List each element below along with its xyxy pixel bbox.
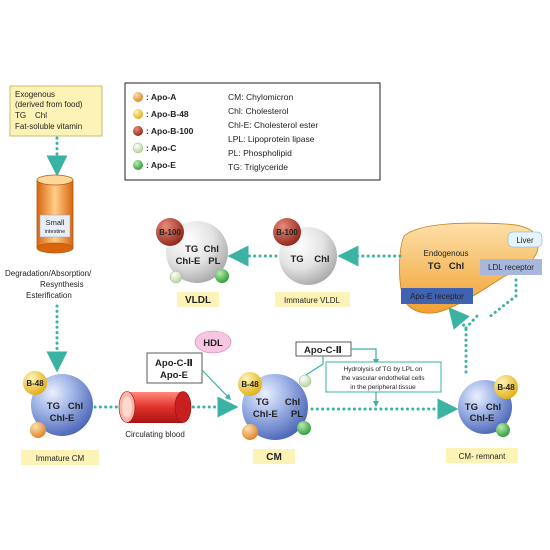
immature-cm-line2: Chl-E	[50, 413, 75, 424]
apo-c-vldl	[169, 270, 183, 284]
cm-remnant-line1: TG Chl	[465, 402, 501, 413]
degradation-line2: Resynthesis	[40, 280, 84, 289]
cm-particle: B-48 TG Chl Chl-E PL	[238, 372, 312, 440]
line-apoc2-to-note	[351, 348, 379, 365]
hdl-transfer-box	[146, 352, 203, 384]
apo-c-swatch	[132, 142, 144, 154]
hdl-label: HDL	[203, 338, 223, 349]
arrow-remnant-to-liver-left	[448, 306, 470, 374]
cm-b48: B-48	[241, 380, 259, 389]
liver-label: Liver	[516, 236, 534, 245]
exogenous-box: Exogenous (derived from food) TG Chl Fat…	[9, 85, 103, 137]
immature-cm-caption-box	[21, 450, 99, 465]
legend-apo-a: : Apo-A	[146, 92, 176, 102]
apo-e-vldl	[215, 269, 229, 283]
legend: : Apo-A : Apo-B-48 : Apo-B-100 : Apo-C :…	[124, 82, 381, 181]
legend-chle: Chl-E: Cholesterol ester	[228, 120, 318, 130]
hdl-transfer-apoc2: Apo-C-Ⅱ	[155, 358, 193, 369]
lpl-note-line2: the vascular endothelial cells	[341, 375, 425, 382]
line-apoc2-to-cm	[305, 356, 324, 376]
apoe-receptor-box	[401, 288, 473, 304]
legend-apo-b48: : Apo-B-48	[146, 109, 189, 119]
ldl-receptor-label: LDL receptor	[488, 263, 534, 272]
apo-a-swatch	[133, 92, 143, 102]
lpl-note-box	[325, 361, 442, 393]
legend-lpl: LPL: Lipoprotein lipase	[228, 134, 315, 144]
lpl-note-line3: in the peripheral tissue	[350, 384, 416, 391]
legend-frame	[124, 82, 381, 181]
intestine-line1: Small	[46, 218, 65, 227]
apo-e-remnant	[496, 423, 510, 437]
apo-a-immature	[30, 422, 46, 438]
ldl-receptor-box	[480, 259, 542, 275]
immature-vldl-line1: TG Chl	[290, 254, 329, 265]
degradation-line3: Esterification	[26, 291, 72, 300]
cm-line2: Chl-E PL	[253, 409, 303, 420]
apo-c-cm	[298, 374, 312, 388]
cm-remnant-caption-box	[446, 448, 518, 463]
liver: Liver Endogenous TG Chl LDL receptor Apo…	[399, 222, 543, 314]
liver-tg-chl: TG Chl	[428, 261, 464, 272]
legend-apo-c: : Apo-C	[146, 143, 176, 153]
cm-remnant-line2: Chl-E	[470, 413, 495, 424]
cm-remnant-caption: CM- remnant	[459, 452, 506, 461]
exogenous-line4: Fat-soluble vitamin	[15, 122, 82, 131]
liver-label-box	[507, 231, 543, 248]
immature-cm-line1: TG Chl	[47, 401, 83, 412]
b100-apo-vldl	[156, 218, 184, 246]
immature-cm-particle: B-48 TG Chl Chl-E	[23, 371, 93, 438]
lpl-note-line1: Hydrolysis of TG by LPL on	[344, 366, 423, 373]
vldl-b100: B-100	[159, 228, 181, 237]
arrow-remnant-to-liver-right	[464, 313, 480, 330]
apo-a-cm	[242, 424, 258, 440]
immature-vldl-b100: B-100	[276, 228, 298, 237]
immature-vldl-caption: Immature VLDL	[284, 296, 341, 305]
exogenous-line1: Exogenous	[15, 90, 55, 99]
immature-vldl-particle: B-100 TG Chl	[273, 218, 337, 285]
degradation-line1: Degradation/Absorption/	[5, 269, 92, 278]
legend-chl: Chl: Cholesterol	[228, 106, 289, 116]
immature-cm-caption: Immature CM	[36, 454, 85, 463]
small-intestine: Small intestine	[36, 174, 74, 254]
apo-e-cm	[297, 421, 311, 435]
legend-pl: PL: Phospholipid	[228, 148, 292, 158]
cm-caption: CM	[266, 452, 282, 463]
b48-apo-cm	[238, 372, 262, 396]
legend-cm: CM: Chylomicron	[228, 92, 293, 102]
exogenous-line2: (derived from food)	[15, 100, 83, 109]
intestine-line2: intestine	[45, 229, 66, 235]
vldl-caption-box	[177, 292, 219, 307]
cm-remnant-particle: B-48 TG Chl Chl-E	[458, 375, 518, 437]
cm-remnant-b48: B-48	[497, 383, 515, 392]
vldl-line1: TG Chl	[185, 244, 219, 255]
b48-apo-immature	[23, 371, 47, 395]
apo-b48-swatch	[133, 109, 143, 119]
lpl-apoc2-label: Apo-C-Ⅱ	[304, 345, 342, 356]
arrow-hdl-to-cm	[201, 369, 232, 401]
vldl-particle: B-100 TG Chl Chl-E PL	[156, 218, 229, 284]
hdl-bubble	[194, 330, 232, 354]
apo-e-swatch	[133, 160, 143, 170]
immature-vldl-caption-box	[275, 292, 350, 307]
liver-endogenous: Endogenous	[424, 249, 469, 258]
exogenous-line3: TG Chl	[15, 111, 47, 120]
legend-tg: TG: Triglyceride	[228, 162, 288, 172]
b48-apo-remnant	[494, 375, 518, 399]
b100-apo-immature-vldl	[273, 218, 301, 246]
cm-caption-box	[253, 449, 295, 464]
cm-line1: TG Chl	[256, 397, 300, 408]
blood-vessel	[118, 391, 192, 423]
arrow-ldl-receptor-down	[486, 278, 518, 320]
vldl-line2: Chl-E PL	[176, 256, 221, 267]
apo-b100-swatch	[133, 126, 143, 136]
vldl-caption: VLDL	[185, 295, 211, 306]
immature-cm-b48: B-48	[26, 379, 44, 388]
apoe-receptor-label: Apo-E receptor	[410, 292, 464, 301]
legend-apo-e: : Apo-E	[146, 160, 176, 170]
blood-caption: Circulating blood	[125, 430, 185, 439]
legend-apo-b100: : Apo-B-100	[146, 126, 194, 136]
hdl-transfer-apoe: Apo-E	[160, 370, 188, 381]
